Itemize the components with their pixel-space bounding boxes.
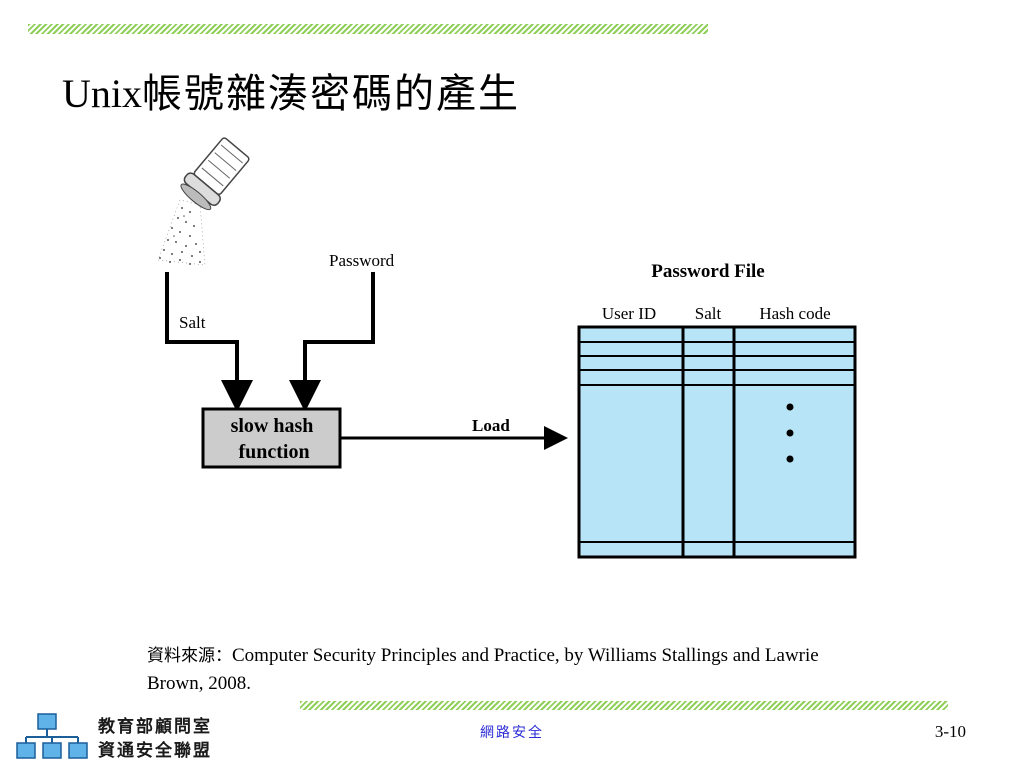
bottom-hatch-bar [300,701,948,710]
hash-box-line1: slow hash [231,415,314,437]
column-header-user-id: User ID [602,304,656,323]
password-label: Password [329,251,395,270]
citation-text: Computer Security Principles and Practic… [147,645,819,694]
footer-course-title: 網路安全 [480,725,544,741]
page-title: Unix帳號雜湊密碼的產生 [62,70,520,118]
password-file-table [577,325,857,559]
load-label: Load [472,416,510,435]
citation-source-label: 資料來源： [147,646,232,666]
salt-label: Salt [179,313,206,332]
salt-arrow [165,272,253,412]
salt-shaker-icon [157,137,250,266]
column-header-hash-code: Hash code [759,304,830,323]
hash-function-box [201,407,342,469]
page-title-cjk: 帳號雜湊密碼的產生 [142,71,520,117]
source-citation: 資料來源：Computer Security Principles and Pr… [147,642,867,697]
top-hatch-bar [28,24,708,34]
password-file-title: Password File [651,261,764,282]
logo-line-1: 教育部顧問室 [98,717,212,737]
page-number: 3-10 [934,722,966,741]
footer-logo: 教育部顧問室 資通安全聯盟 [16,712,216,762]
network-logo-icon [16,713,88,759]
hash-box-line2: function [238,441,309,463]
page-title-latin: Unix [62,71,142,116]
vertical-dots-icon [786,403,794,463]
password-arrow [289,272,375,412]
column-header-salt: Salt [695,304,722,323]
logo-line-2: 資通安全聯盟 [98,741,212,761]
